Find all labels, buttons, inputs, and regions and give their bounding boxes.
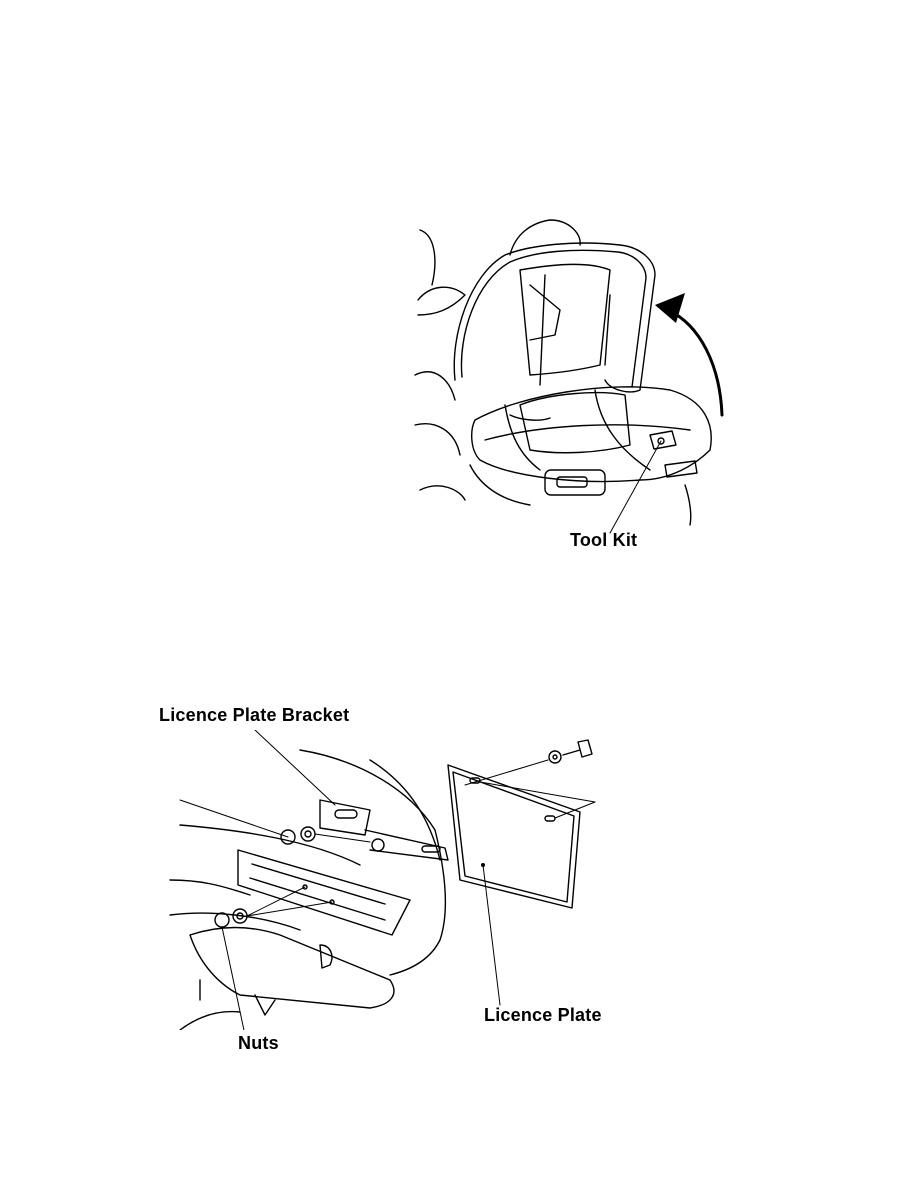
trunk-illustration (410, 215, 740, 550)
trunk-tool-kit-figure (410, 215, 740, 550)
licence-plate-figure (160, 730, 620, 1030)
nuts-label: Nuts (238, 1033, 279, 1054)
licence-plate-illustration (160, 730, 620, 1030)
tool-kit-label: Tool Kit (570, 530, 637, 551)
licence-plate-bracket-label: Licence Plate Bracket (159, 705, 349, 726)
licence-plate-label: Licence Plate (484, 1005, 602, 1026)
